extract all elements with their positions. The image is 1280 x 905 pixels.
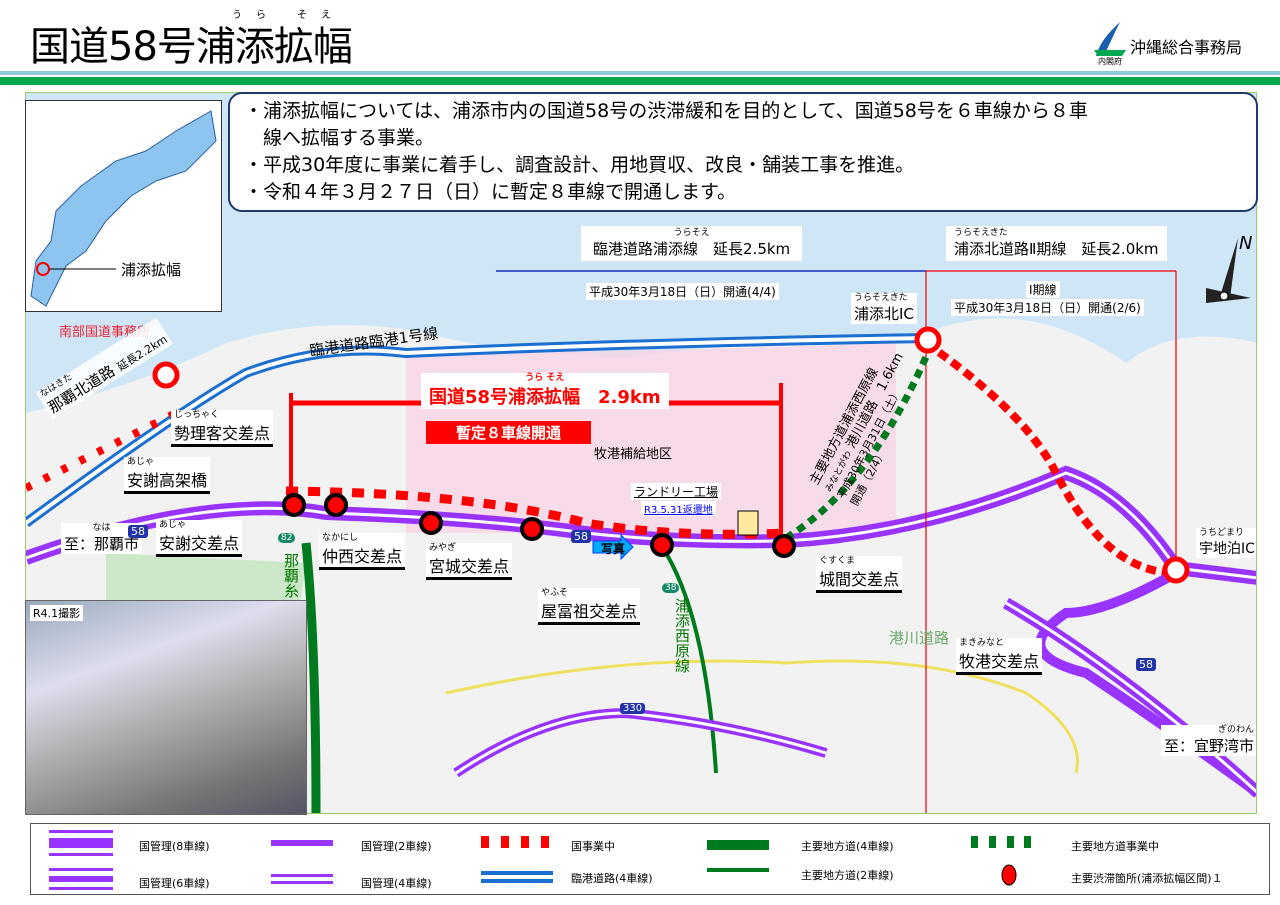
supply-area-label: 牧港補給地区 [594,447,673,462]
route-330-shield: 330 [620,703,646,714]
urasoe-line-label: うらそえ臨港道路浦添線 延長2.5km [581,226,803,261]
intersection-miyagi: みやぎ宮城交差点 [426,543,513,580]
route-82-shield: 82 [278,533,296,543]
intersection-yafuso: やふそ屋冨祖交差点 [538,588,641,625]
naha-kita-end-marker [152,361,180,389]
legend-label: 臨港道路(4車線) [571,872,653,885]
intersection-makiminato: まきみなと牧港交差点 [956,638,1043,675]
urasoe-kita-phase1: Ⅰ期線 [1026,281,1060,298]
compass-north-label: N [1239,233,1253,254]
congestion-point-jitchaku [282,493,306,517]
route-58-shield: 58 [128,525,148,538]
legend-label: 主要渋滞箇所(浦添拡幅区間)１ [1071,872,1223,885]
legend-congestion-point-icon [1001,864,1017,886]
returned-land-label: R3.5.31返還地 [641,501,716,516]
urasoe-kita-ic-label: うらそえきた浦添北IC [851,293,917,324]
congestion-point-yafuso2 [650,533,674,557]
legend: 国管理(8車線) 国管理(2車線) 国事業中 主要地方道(4車線) 主要地方道事… [30,823,1270,895]
legend-swatch-4-lane-icon [271,874,333,884]
route-58-shield: 58 [571,530,591,543]
congestion-point-miyagi [419,511,443,535]
congestion-point-yafuso [520,517,544,541]
legend-label: 国管理(2車線) [361,840,432,853]
photo-direction-arrow [592,533,634,561]
urasoe-kita-open: 平成30年3月18日（日）開通(2/6) [951,299,1144,316]
cabinet-office-logo-icon [1094,22,1126,56]
laundry-building [737,510,759,536]
route-330 [453,707,828,778]
minatogawa-road-label: 港川道路 [889,629,950,647]
description-line: 線へ拡幅する事業。 [244,127,435,149]
uchidomari-ic-label: うちどまり宇地泊IC [1196,528,1256,558]
legend-swatch-6-lane-icon [49,868,113,890]
urasoe-kita-road-under-construction [923,339,1177,577]
intersection-gusukuma: ぐすくま城間交差点 [816,556,903,593]
legend-swatch-pref-2-lane-icon [707,868,769,872]
legend-swatch-2-lane-icon [271,840,333,846]
header-band-green [0,77,1280,85]
urasoe-line-open: 平成30年3月18日（日）開通(4/4) [586,283,779,300]
urasoe-nishihara-label: 浦添西原線 [673,598,691,673]
legend-label: 主要地方道事業中 [1071,840,1159,853]
description-line: ・令和４年３月２７日（日）に暫定８車線で開通します。 [244,181,737,203]
route-58-shield: 58 [1136,658,1156,671]
photo-date-label: R4.1撮影 [30,605,84,621]
urasoe-kita-ic-marker [914,326,942,354]
ajya-viaduct: あじゃ安謝高架橋 [124,457,211,494]
project-section-dashed [285,486,787,539]
route-38-shield: 38 [662,583,680,593]
uchidomari-ic-marker [1162,556,1190,584]
congestion-point-nakanishi [324,493,348,517]
naha-kita-road-dashed [26,409,178,492]
legend-swatch-national-project-icon [481,836,549,848]
photo-arrow-label: 写真 [601,542,626,556]
yellow-road [445,659,1079,774]
legend-label: 国管理(6車線) [139,877,210,890]
compass-icon [1206,238,1251,303]
legend-label: 主要地方道(4車線) [801,840,894,853]
description-box: ・浦添拡幅については、浦添市内の国道58号の渋滞緩和を目的として、国道58号を６… [228,92,1258,212]
aerial-photo: R4.1撮影 [25,600,307,815]
agency-name: 沖縄総合事務局 [1130,38,1243,57]
congestion-points [282,493,796,558]
legend-label: 主要地方道(2車線) [801,869,894,882]
legend-swatch-8-lane-icon [49,830,113,856]
project-label: うら そえ国道58号浦添拡幅 2.9km [421,373,669,409]
agency-sub: 内閣府 [1098,57,1122,66]
inset-label: 浦添拡幅 [121,261,182,279]
legend-label: 国管理(8車線) [139,840,210,853]
congestion-point-gusukuma [772,534,796,558]
to-ginowan-label: ぎのわん至：宜野湾市 [1161,725,1256,756]
legend-label: 国事業中 [571,840,615,853]
page-title: 国道58号浦添拡幅 [30,24,353,70]
urasoe-kita-label: うらそえきた浦添北道路Ⅱ期線 延長2.0km [946,226,1167,261]
intersection-ajya: あじゃ安謝交差点 [156,520,243,557]
okinawa-island-shape [30,110,217,307]
laundry-label: ランドリー工場 [631,483,722,500]
title-ruby: うら そえ [232,10,346,21]
provisional-8-lane-badge: 暫定８車線開通 [426,421,592,444]
naha-road-label: 那覇糸 [282,553,300,598]
legend-swatch-pref-project-icon [971,836,1031,848]
legend-label: 国管理(4車線) [361,877,432,890]
okinawa-inset-map: 浦添拡幅 [25,100,222,312]
legend-swatch-port-road-icon [481,871,553,883]
description-line: ・浦添拡幅については、浦添市内の国道58号の渋滞緩和を目的として、国道58号を６… [244,100,1088,122]
header-band-blue [0,71,1280,75]
intersection-nakanishi: なかにし仲西交差点 [319,533,406,570]
prefectural-road-82 [301,542,321,813]
description-line: ・平成30年度に事業に着手し、調査設計、用地買収、改良・舗装工事を推進。 [244,154,915,176]
urasoe-nishihara-line [659,543,718,774]
intersection-jitchaku: じっちゃく勢理客交差点 [171,410,274,447]
legend-swatch-pref-4-lane-icon [707,840,769,850]
minatogawa-road-dashed [784,331,940,541]
to-naha-label: なは至：那覇市 [61,523,143,554]
